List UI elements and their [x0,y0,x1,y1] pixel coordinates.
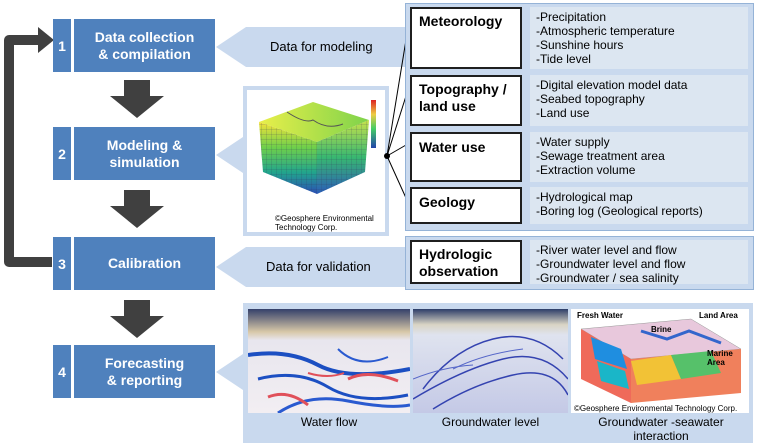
category-geology: Geology [410,187,522,224]
topography-items: -Digital elevation model data -Seabed to… [530,75,748,126]
output-arrow [216,352,246,392]
down-arrow [110,300,164,338]
list-item: -Water supply [536,135,610,149]
list-item: -Seabed topography [536,92,645,106]
down-arrow [110,80,164,118]
water-flow-caption: Water flow [300,415,358,429]
marine-area-label: Marine Area [707,349,733,367]
data-for-validation-arrow [216,247,406,287]
list-item: -Groundwater / sea salinity [536,271,679,285]
category-topography: Topography / land use [410,75,522,126]
hydrologic-items: -River water level and flow -Groundwater… [530,240,748,285]
list-item: -River water level and flow [536,243,677,257]
interaction-caption: Groundwater -seawater interaction [598,415,724,443]
step-calibration: 3 Calibration [53,237,215,290]
data-for-modeling-arrow [216,27,406,67]
groundwater-level-image [413,309,568,413]
category-connectors [384,39,407,199]
model-image: ©Geosphere Environmental Technology Corp… [247,90,385,232]
data-for-validation-label: Data for validation [266,259,371,274]
model-credit: ©Geosphere Environmental Technology Corp… [275,214,374,232]
list-item: -Groundwater level and flow [536,257,686,271]
3d-model-graphic [259,100,376,194]
list-item: -Hydrological map [536,190,633,204]
geology-items: -Hydrological map -Boring log (Geologica… [530,187,748,224]
brine-label: Brine [651,325,672,334]
step-data-collection: 1 Data collection & compilation [53,19,215,72]
land-area-label: Land Area [699,311,738,320]
list-item: -Digital elevation model data [536,78,688,92]
model-image-frame: ©Geosphere Environmental Technology Corp… [243,86,389,236]
list-item: -Sewage treatment area [536,149,665,163]
step-forecasting: 4 Forecasting & reporting [53,345,215,398]
interaction-image: Fresh Water Brine Land Area Marine Area … [571,309,749,413]
groundwater-level-caption: Groundwater level [441,415,540,429]
list-item: -Land use [536,106,590,120]
interaction-graphic [580,318,742,403]
list-item: -Boring log (Geological reports) [536,204,703,218]
water-use-items: -Water supply -Sewage treatment area -Ex… [530,132,748,182]
step-number: 4 [53,345,71,398]
step-number: 1 [53,19,71,72]
data-for-modeling-label: Data for modeling [270,39,373,54]
category-hydrologic-observation: Hydrologic observation [410,240,522,284]
down-arrow [110,190,164,228]
water-flow-image [248,309,410,413]
fresh-water-label: Fresh Water [577,311,623,320]
step-label: Data collection & compilation [74,19,215,72]
list-item: -Atmospheric temperature [536,24,675,38]
category-meteorology: Meteorology [410,7,522,69]
category-water-use: Water use [410,132,522,182]
step-label: Calibration [74,237,215,290]
step-label: Modeling & simulation [74,127,215,180]
list-item: -Sunshine hours [536,38,624,52]
step-number: 3 [53,237,71,290]
interaction-credit: ©Geosphere Environmental Technology Corp… [574,404,738,413]
list-item: -Precipitation [536,10,607,24]
list-item: -Tide level [536,52,591,66]
step-number: 2 [53,127,71,180]
step-modeling: 2 Modeling & simulation [53,127,215,180]
list-item: -Extraction volume [536,163,636,177]
step-label: Forecasting & reporting [74,345,215,398]
model-arrow [216,135,246,175]
feedback-loop-arrow [4,27,54,267]
meteorology-items: -Precipitation -Atmospheric temperature … [530,7,748,69]
